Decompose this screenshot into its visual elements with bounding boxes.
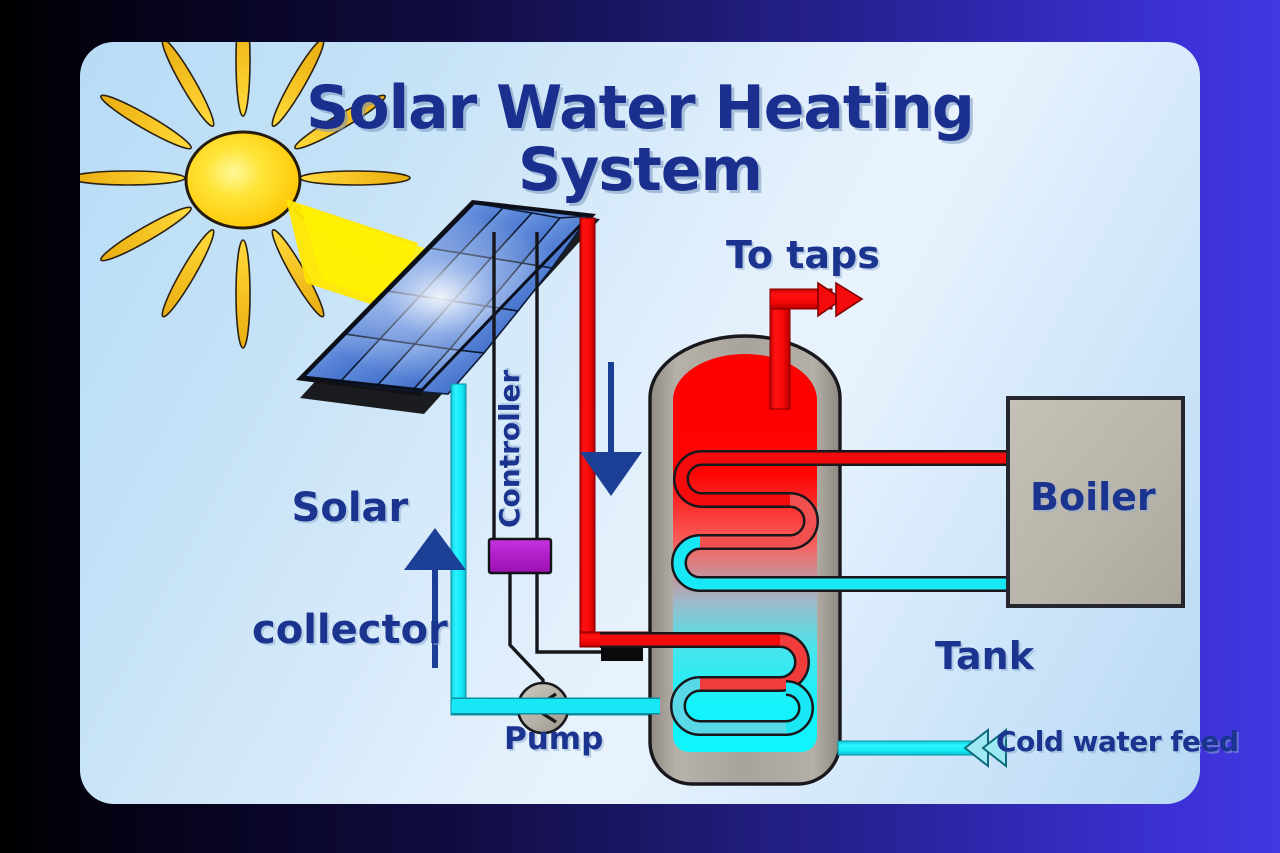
sensor-icon [601,644,643,661]
arrow-up-icon [404,528,466,668]
label-controller: Controller [493,369,526,528]
lower-coil-icon [452,632,814,736]
label-to-taps: To taps [726,233,880,277]
arrow-left-double-icon [963,727,1007,769]
label-solar-collector: Solar collector [252,406,448,732]
arrow-down-icon [580,362,642,496]
controller-box-icon[interactable] [487,537,553,575]
upper-coil-icon [671,450,1010,592]
sun-icon [80,42,411,349]
to-taps-pipe [769,288,833,410]
label-tank: Tank [935,634,1034,678]
label-cold-water-feed: Cold water feed [996,725,1239,758]
label-solar-collector-line1: Solar [291,484,409,531]
cold-pipe-loop [450,383,666,716]
arrow-right-double-icon [817,281,864,318]
label-boiler: Boiler [1030,475,1156,519]
solar-panel-icon [296,200,600,414]
label-pump: Pump [504,721,604,757]
label-solar-collector-line2: collector [252,606,448,653]
boiler-icon[interactable] [1006,396,1185,608]
